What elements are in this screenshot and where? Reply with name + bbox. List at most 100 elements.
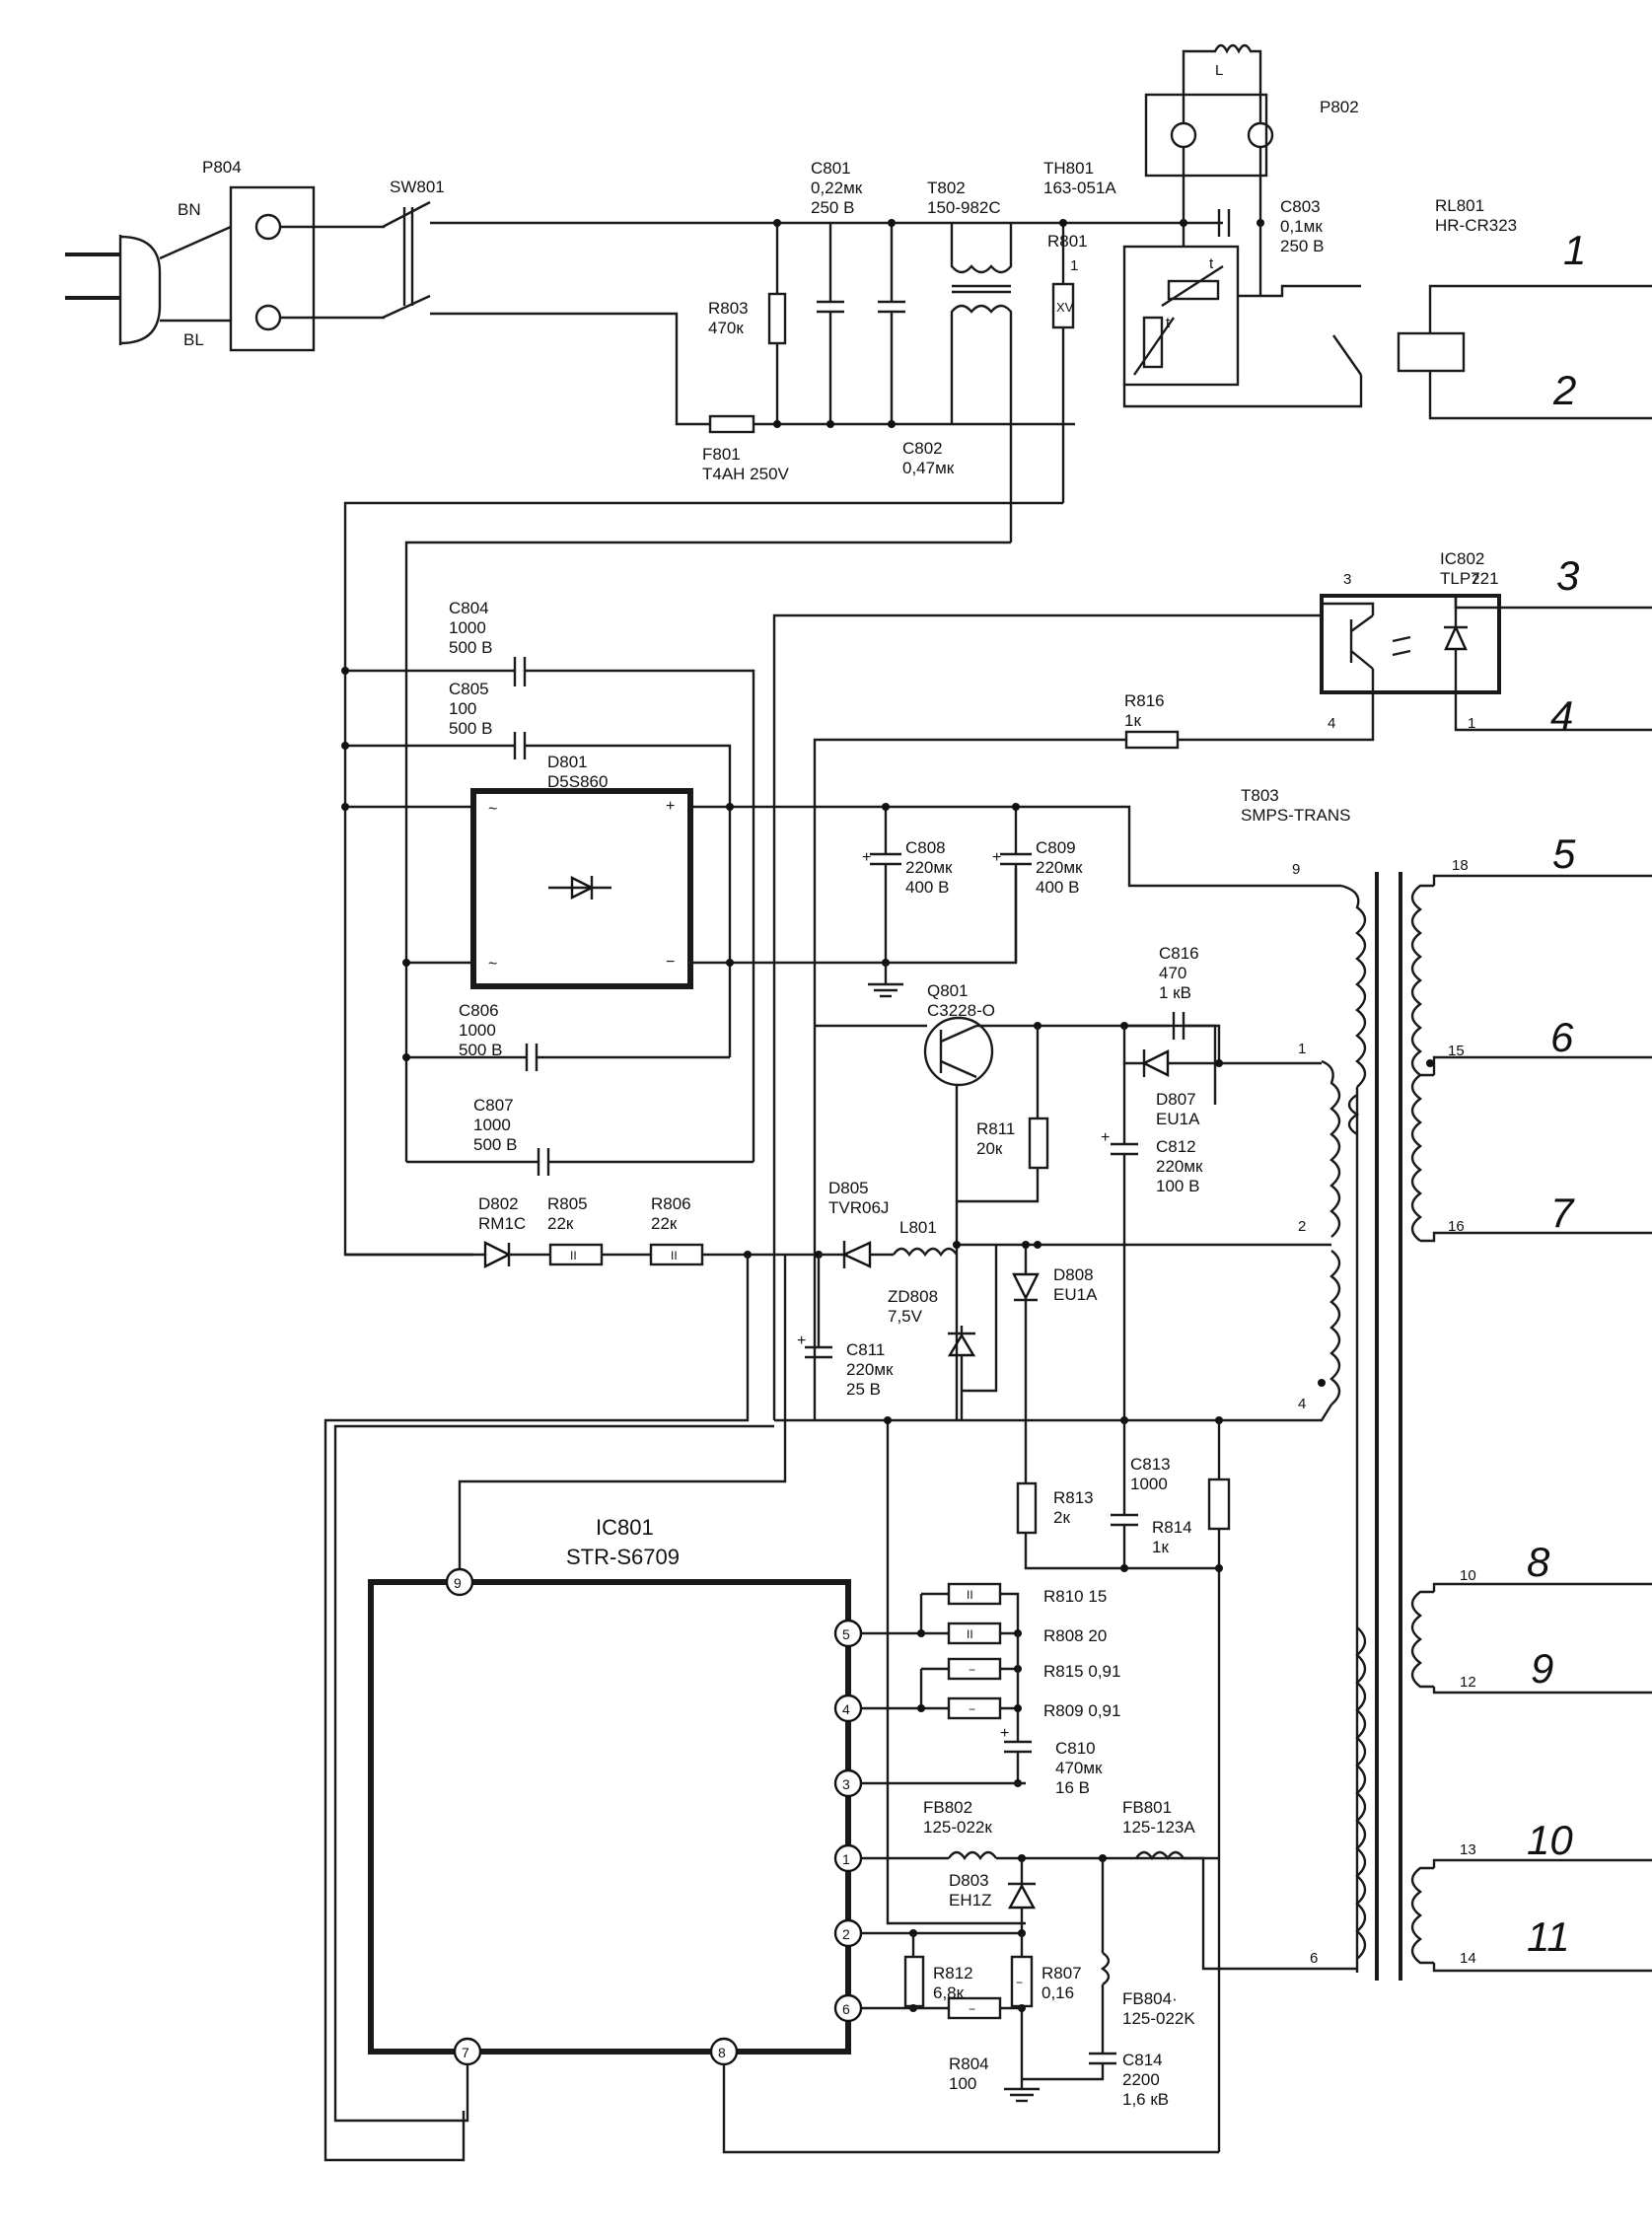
ferrite-fb802: FB802 125-022к bbox=[861, 1798, 1219, 1861]
svg-text:+: + bbox=[992, 849, 1001, 866]
svg-text:IC802: IC802 bbox=[1440, 549, 1484, 568]
svg-text:FB804·: FB804· bbox=[1122, 1989, 1178, 2008]
svg-text:R805: R805 bbox=[547, 1194, 588, 1213]
ic801-pin-9: 9 bbox=[454, 1575, 462, 1591]
handwritten-connector-numbers: 1 2 3 4 5 6 7 8 9 10 11 bbox=[1527, 227, 1586, 1960]
svg-text:9: 9 bbox=[1531, 1645, 1553, 1692]
svg-text:10: 10 bbox=[1527, 1817, 1573, 1863]
svg-text:R808 20: R808 20 bbox=[1043, 1626, 1107, 1645]
resistor-r812: R812 6,8к bbox=[903, 1933, 973, 2012]
ic801-pin-4: 4 bbox=[842, 1701, 850, 1717]
diode-d805: D805 TVR06J bbox=[815, 1179, 894, 1268]
svg-text:C803: C803 bbox=[1280, 197, 1321, 216]
capacitor-c816: C816 470 1 кВ bbox=[1120, 944, 1322, 1065]
svg-text:16: 16 bbox=[1448, 1218, 1465, 1235]
diode-d807: D807 EU1A bbox=[1122, 1026, 1223, 1128]
svg-text:220мк: 220мк bbox=[846, 1360, 894, 1379]
svg-text:SMPS-TRANS: SMPS-TRANS bbox=[1241, 806, 1350, 825]
relay-rl801: RL801 HR-CR323 bbox=[1122, 196, 1652, 420]
svg-text:R816: R816 bbox=[1124, 691, 1165, 710]
svg-text:+: + bbox=[862, 849, 871, 866]
svg-text:250 В: 250 В bbox=[1280, 237, 1324, 255]
svg-text:13: 13 bbox=[1460, 1841, 1476, 1858]
svg-text:100 В: 100 В bbox=[1156, 1177, 1199, 1195]
svg-text:125-123A: 125-123A bbox=[1122, 1818, 1195, 1837]
svg-text:R804: R804 bbox=[949, 2055, 989, 2073]
svg-text:14: 14 bbox=[1460, 1950, 1476, 1967]
svg-text:4: 4 bbox=[1550, 692, 1573, 739]
svg-text:1: 1 bbox=[1563, 227, 1586, 273]
svg-text:TH801: TH801 bbox=[1043, 159, 1094, 178]
resistor-r809: − R809 0,91 bbox=[861, 1665, 1120, 1720]
svg-text:2: 2 bbox=[1472, 571, 1479, 588]
label-bl: BL bbox=[183, 330, 204, 349]
svg-text:1 кВ: 1 кВ bbox=[1159, 983, 1191, 1002]
svg-text:R806: R806 bbox=[651, 1194, 691, 1213]
resistor-r805: II R805 22к bbox=[547, 1194, 651, 1266]
varistor-r801: XV R801 1 bbox=[1047, 219, 1088, 503]
svg-text:~: ~ bbox=[488, 956, 497, 973]
capacitor-c811: + C811 220мк 25 В bbox=[797, 1255, 894, 1399]
svg-text:125-022к: 125-022к bbox=[923, 1818, 992, 1837]
svg-text:22к: 22к bbox=[651, 1214, 678, 1233]
svg-text:9: 9 bbox=[1292, 861, 1300, 878]
ic801-pin-7: 7 bbox=[462, 2045, 469, 2060]
ground-symbol-ic bbox=[1004, 2079, 1040, 2103]
bridge-rectifier-d801: ~ ~ + − D801 D5S860 bbox=[341, 753, 693, 989]
svg-text:C801: C801 bbox=[811, 159, 851, 178]
svg-text:C808: C808 bbox=[905, 838, 946, 857]
svg-text:R814: R814 bbox=[1152, 1518, 1192, 1537]
ic801-pin-8: 8 bbox=[718, 2045, 726, 2060]
svg-text:0,1мк: 0,1мк bbox=[1280, 217, 1323, 236]
resistor-r814: R814 1к bbox=[1152, 1420, 1231, 2152]
svg-text:1: 1 bbox=[1298, 1041, 1306, 1057]
resistor-r803: R803 470к bbox=[708, 219, 787, 428]
svg-text:100: 100 bbox=[949, 2074, 976, 2093]
ic801-controller: IC801 STR-S6709 9 5 4 3 1 2 6 7 8 bbox=[368, 1515, 863, 2066]
resistor-r813: R813 2к bbox=[1016, 1481, 1219, 1570]
capacitor-c802: C802 0,47мк bbox=[878, 219, 955, 477]
svg-text:IC801: IC801 bbox=[596, 1515, 654, 1540]
svg-text:11: 11 bbox=[1527, 1913, 1570, 1960]
svg-text:R813: R813 bbox=[1053, 1488, 1094, 1507]
svg-text:R801: R801 bbox=[1047, 232, 1088, 251]
svg-text:C810: C810 bbox=[1055, 1739, 1096, 1758]
svg-text:250 В: 250 В bbox=[811, 198, 854, 217]
mains-plug bbox=[65, 225, 232, 345]
capacitor-c808: + C808 220мк 400 В bbox=[862, 803, 953, 967]
svg-text:1,6 кВ: 1,6 кВ bbox=[1122, 2090, 1169, 2109]
svg-text:2к: 2к bbox=[1053, 1508, 1070, 1527]
svg-text:C816: C816 bbox=[1159, 944, 1199, 963]
svg-text:T803: T803 bbox=[1241, 786, 1279, 805]
svg-text:II: II bbox=[967, 1588, 973, 1602]
svg-text:18: 18 bbox=[1452, 857, 1469, 874]
svg-text:400 В: 400 В bbox=[1036, 878, 1079, 897]
svg-text:EH1Z: EH1Z bbox=[949, 1891, 991, 1910]
capacitor-c807: C807 1000 500 В bbox=[406, 1096, 754, 1176]
svg-text:II: II bbox=[967, 1627, 973, 1641]
svg-text:1000: 1000 bbox=[473, 1116, 511, 1134]
svg-text:1000: 1000 bbox=[459, 1021, 496, 1040]
svg-text:R812: R812 bbox=[933, 1964, 973, 1983]
capacitor-c804: C804 1000 500 В bbox=[341, 599, 755, 1162]
svg-text:470мк: 470мк bbox=[1055, 1759, 1103, 1777]
resistor-r816: R816 1к bbox=[813, 691, 1180, 1420]
svg-text:1к: 1к bbox=[1124, 711, 1141, 730]
svg-text:500 В: 500 В bbox=[473, 1135, 517, 1154]
svg-text:EU1A: EU1A bbox=[1156, 1110, 1200, 1128]
resistor-r806: II R806 22к bbox=[649, 1194, 819, 1266]
svg-text:C802: C802 bbox=[902, 439, 943, 458]
svg-text:500 В: 500 В bbox=[459, 1041, 502, 1059]
svg-text:500 В: 500 В bbox=[449, 638, 492, 657]
svg-text:TLP721: TLP721 bbox=[1440, 569, 1499, 588]
svg-text:7: 7 bbox=[1550, 1190, 1575, 1236]
svg-text:Q801: Q801 bbox=[927, 981, 969, 1000]
svg-text:1000: 1000 bbox=[449, 618, 486, 637]
svg-text:125-022K: 125-022K bbox=[1122, 2009, 1195, 2028]
svg-text:HR-CR323: HR-CR323 bbox=[1435, 216, 1517, 235]
svg-text:R809 0,91: R809 0,91 bbox=[1043, 1701, 1120, 1720]
svg-text:C811: C811 bbox=[846, 1340, 885, 1359]
svg-text:XV: XV bbox=[1056, 300, 1074, 315]
svg-text:1к: 1к bbox=[1152, 1538, 1169, 1556]
svg-text:ZD808: ZD808 bbox=[888, 1287, 938, 1306]
